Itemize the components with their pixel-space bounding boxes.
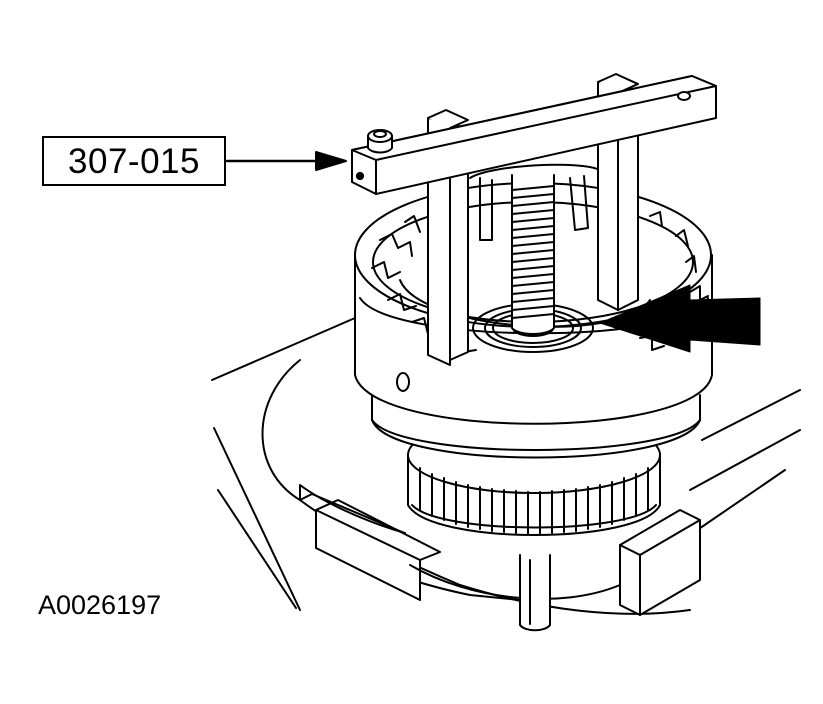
splined-hub [408,417,660,535]
crossbar-hole [678,92,690,100]
tool-callout-box: 307-015 [42,136,226,186]
callout-leader-arrow [227,152,346,170]
puller-crossbar [352,76,716,194]
forcing-screw [470,165,600,334]
crossbar-pin [368,130,392,153]
drum-bolt-hole [397,373,409,391]
figure-id-label: A0026197 [38,590,162,620]
hub-spline-teeth [420,468,648,534]
output-shaft [520,555,550,630]
tool-number-label: 307-015 [68,141,200,181]
vise-jaws [316,500,700,615]
bearing-indicator-arrow [600,285,760,352]
screw-threads [512,186,554,318]
workbench-surface [212,318,800,610]
